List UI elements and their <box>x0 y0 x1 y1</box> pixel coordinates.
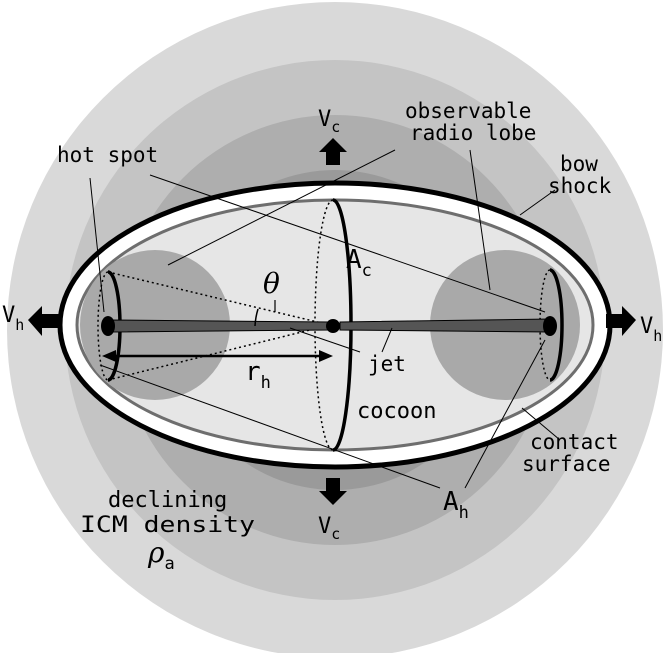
vh-arrow-right <box>606 306 636 336</box>
label-icm-density: ICM density <box>80 513 255 538</box>
leader-ah-right <box>464 339 546 489</box>
leader-contact-surface <box>521 407 561 441</box>
label-vc-top: Vc <box>318 107 340 136</box>
leader-hot-spot <box>89 177 105 313</box>
left-cone-lower <box>107 324 331 381</box>
leader-radio-lobe-right <box>469 149 491 291</box>
label-vh-right: Vh <box>640 314 662 345</box>
vc-arrow-up <box>319 138 347 165</box>
label-vh-left: Vh <box>2 303 24 334</box>
ac-cross-section-back <box>314 199 334 451</box>
leader-bow-shock <box>519 189 556 216</box>
label-bow: bow <box>560 152 598 176</box>
label-rh: rh <box>245 357 271 393</box>
label-shock: shock <box>548 174 612 198</box>
leader-jet-right <box>381 327 393 353</box>
right-hotspot-section-front <box>549 268 564 382</box>
leader-ah-left <box>99 364 441 489</box>
label-contact: contact <box>530 430 619 454</box>
hotspot-right <box>543 316 557 336</box>
label-cocoon: cocoon <box>357 399 436 424</box>
leader-jet <box>289 327 361 353</box>
label-observable: observable <box>405 99 531 123</box>
left-hotspot-section-back <box>97 271 109 381</box>
label-vc-bottom: Vc <box>318 514 340 543</box>
theta-arc <box>254 308 259 327</box>
rh-arrow-head-right <box>319 350 333 362</box>
vh-arrow-left <box>28 306 60 336</box>
label-surface: surface <box>522 452 611 476</box>
label-ah: Ah <box>443 487 469 523</box>
hotspot-left <box>101 316 115 336</box>
leader-radio-lobe-left <box>167 149 396 266</box>
rh-arrow-head-left <box>102 350 116 362</box>
label-ac: Ac <box>346 245 372 281</box>
vc-arrow-down <box>319 478 347 505</box>
label-theta: θ <box>263 267 280 300</box>
label-rho: ρa <box>147 536 175 574</box>
label-jet: jet <box>368 352 406 376</box>
core <box>326 319 340 333</box>
label-radio-lobe: radio lobe <box>410 121 536 145</box>
leader-hot-spot-right <box>149 174 546 313</box>
label-hot-spot: hot spot <box>57 143 158 167</box>
left-cone-upper <box>107 271 331 326</box>
label-declining: declining <box>108 488 227 513</box>
